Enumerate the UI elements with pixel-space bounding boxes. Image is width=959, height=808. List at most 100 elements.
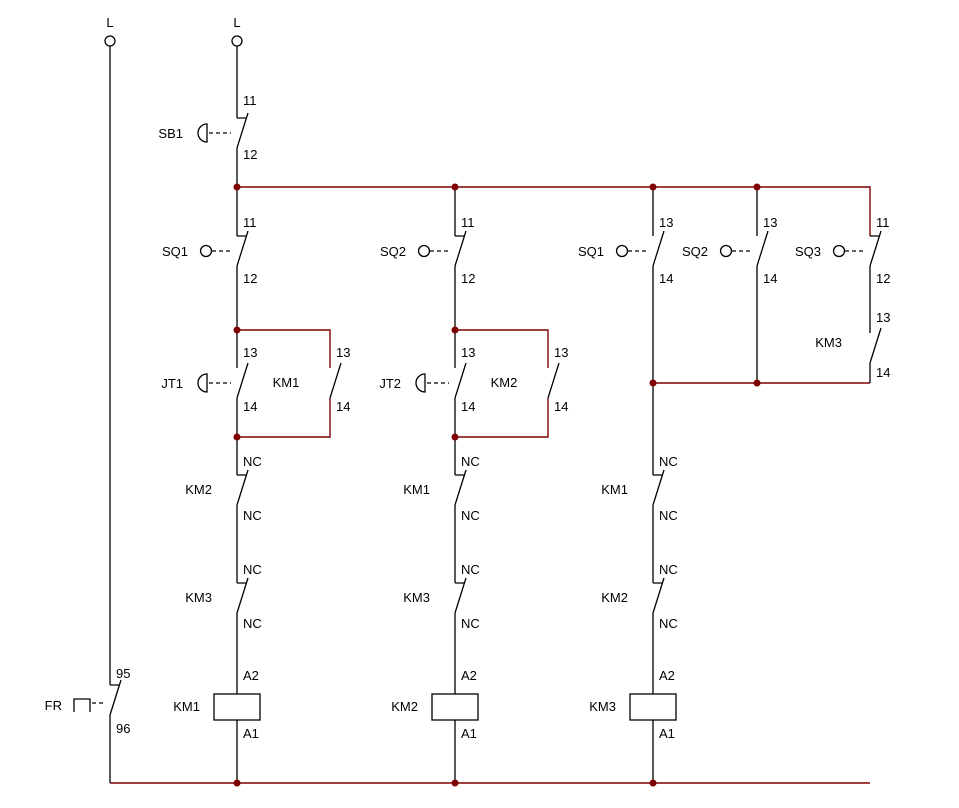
km3-interlock-terminal-bottom: NC bbox=[243, 616, 262, 631]
km3-aux-label: KM3 bbox=[815, 335, 842, 350]
km1-coil-label: KM1 bbox=[173, 699, 200, 714]
terminal-label-l1: L bbox=[106, 15, 113, 30]
km2-interlock-contact-b3: KM2 NC NC bbox=[601, 562, 678, 631]
km3-coil: KM3 A2 A1 bbox=[589, 668, 677, 741]
sq2-nc-terminal-top: 11 bbox=[461, 215, 475, 230]
fr-nc-contact-icon bbox=[109, 679, 122, 716]
km3-interlock-contact-b1: KM3 NC NC bbox=[185, 562, 262, 631]
km3-coil-box bbox=[629, 693, 677, 721]
jt1-no-contact-icon bbox=[236, 362, 249, 399]
terminal-circle-l2 bbox=[231, 35, 243, 47]
km1-coil-terminal-top: A2 bbox=[243, 668, 259, 683]
top-bus-wire bbox=[237, 186, 871, 236]
sq1-nc-limit-switch: SQ1 11 12 bbox=[162, 215, 257, 286]
jt2-terminal-bottom: 14 bbox=[461, 399, 475, 414]
km3-aux-no-contact-icon bbox=[869, 327, 882, 364]
sq2-nc-terminal-bottom: 12 bbox=[461, 271, 475, 286]
sq1-no-terminal-top: 13 bbox=[659, 215, 673, 230]
branch-2-km2-circuit: SQ2 11 12 JT2 13 14 KM2 13 14 KM1 NC NC bbox=[379, 187, 568, 783]
jt1-label: JT1 bbox=[161, 376, 183, 391]
junction-dot bbox=[451, 779, 459, 787]
sb1-terminal-top: 11 bbox=[243, 93, 257, 108]
km2-seal-loop-wire bbox=[455, 329, 549, 438]
km1-seal-in-contact: KM1 13 14 bbox=[237, 329, 350, 438]
junction-dot bbox=[451, 326, 459, 334]
km3-interlock-terminal-top: NC bbox=[461, 562, 480, 577]
km1-interlock-label: KM1 bbox=[403, 482, 430, 497]
km1-nc-contact-icon bbox=[454, 469, 467, 506]
junction-dot bbox=[451, 183, 459, 191]
km3-aux-terminal-bottom: 14 bbox=[876, 365, 890, 380]
km2-nc-contact-icon-b3 bbox=[652, 577, 665, 614]
junction-dot bbox=[233, 433, 241, 441]
sq1-nc-contact-icon bbox=[236, 230, 249, 267]
sq3-nc-contact-icon bbox=[869, 230, 882, 267]
jt2-terminal-top: 13 bbox=[461, 345, 475, 360]
km2-interlock-terminal-bottom-b3: NC bbox=[659, 616, 678, 631]
junction-dot bbox=[451, 433, 459, 441]
km1-interlock-terminal-bottom: NC bbox=[461, 508, 480, 523]
km3-aux-terminal-top: 13 bbox=[876, 310, 890, 325]
fr-terminal-top: 95 bbox=[116, 666, 130, 681]
km1-interlock-label-b3: KM1 bbox=[601, 482, 628, 497]
jt2-pushbutton-actuator-icon bbox=[415, 373, 426, 393]
jt2-no-contact-icon bbox=[454, 362, 467, 399]
km3-interlock-label: KM3 bbox=[403, 590, 430, 605]
km3-nc-contact-icon bbox=[454, 577, 467, 614]
junction-dot bbox=[649, 379, 657, 387]
km2-aux-label: KM2 bbox=[491, 375, 518, 390]
jt1-terminal-top: 13 bbox=[243, 345, 257, 360]
jt2-jog-button: JT2 13 14 bbox=[379, 345, 475, 414]
sq3-nc-terminal-bottom: 12 bbox=[876, 271, 890, 286]
sq1-nc-terminal-top: 11 bbox=[243, 215, 257, 230]
sq1-roller-actuator-icon bbox=[199, 244, 213, 258]
km1-coil-terminal-bottom: A1 bbox=[243, 726, 259, 741]
km3-nc-contact-icon bbox=[236, 577, 249, 614]
km1-coil: KM1 A2 A1 bbox=[173, 668, 261, 741]
km2-interlock-label-b3: KM2 bbox=[601, 590, 628, 605]
km1-seal-loop-wire bbox=[237, 329, 331, 438]
km2-coil-terminal-bottom: A1 bbox=[461, 726, 477, 741]
km1-coil-box bbox=[213, 693, 261, 721]
sq1-nc-label: SQ1 bbox=[162, 244, 188, 259]
km3-coil-label: KM3 bbox=[589, 699, 616, 714]
sq1-no-terminal-bottom: 14 bbox=[659, 271, 673, 286]
km3-interlock-terminal-bottom: NC bbox=[461, 616, 480, 631]
sq2-no-roller-actuator-icon bbox=[719, 244, 733, 258]
branch-1-km1-circuit: SB1 11 12 SQ1 11 12 JT1 13 14 KM1 13 14 bbox=[158, 46, 350, 783]
terminal-circle-l1 bbox=[104, 35, 116, 47]
junction-dot bbox=[753, 183, 761, 191]
jt2-label: JT2 bbox=[379, 376, 401, 391]
jt1-pushbutton-actuator-icon bbox=[197, 373, 208, 393]
km2-aux-no-contact-icon bbox=[547, 362, 560, 399]
km3-interlock-terminal-top: NC bbox=[243, 562, 262, 577]
branch-5-sq3-km3aux: SQ3 11 12 KM3 13 14 bbox=[795, 215, 890, 383]
sq3-nc-terminal-top: 11 bbox=[876, 215, 890, 230]
km1-nc-contact-icon-b3 bbox=[652, 469, 665, 506]
km2-coil: KM2 A2 A1 bbox=[391, 668, 479, 741]
sq2-nc-limit-switch: SQ2 11 12 bbox=[380, 215, 475, 286]
km1-interlock-terminal-top-b3: NC bbox=[659, 454, 678, 469]
km1-aux-label: KM1 bbox=[273, 375, 300, 390]
km3-interlock-label: KM3 bbox=[185, 590, 212, 605]
km2-interlock-terminal-bottom: NC bbox=[243, 508, 262, 523]
km2-coil-label: KM2 bbox=[391, 699, 418, 714]
km2-interlock-terminal-top-b3: NC bbox=[659, 562, 678, 577]
sq3-nc-limit-switch: SQ3 11 12 bbox=[795, 215, 890, 286]
jt1-jog-button: JT1 13 14 bbox=[161, 345, 257, 414]
sq1-no-contact-icon bbox=[652, 230, 665, 267]
sb1-pushbutton-actuator-icon bbox=[197, 123, 208, 143]
terminal-label-l2: L bbox=[233, 15, 240, 30]
km2-seal-in-contact: KM2 13 14 bbox=[455, 329, 568, 438]
km1-aux-terminal-top: 13 bbox=[336, 345, 350, 360]
km1-aux-no-contact-icon bbox=[329, 362, 342, 399]
branch-3-km3-circuit: SQ1 13 14 KM1 NC NC KM2 NC NC KM3 A2 A1 bbox=[578, 187, 678, 783]
km1-aux-terminal-bottom: 14 bbox=[336, 399, 350, 414]
junction-dot bbox=[233, 326, 241, 334]
km1-interlock-contact-b3: KM1 NC NC bbox=[601, 454, 678, 523]
km2-aux-terminal-top: 13 bbox=[554, 345, 568, 360]
km2-aux-terminal-bottom: 14 bbox=[554, 399, 568, 414]
km3-coil-terminal-bottom: A1 bbox=[659, 726, 675, 741]
